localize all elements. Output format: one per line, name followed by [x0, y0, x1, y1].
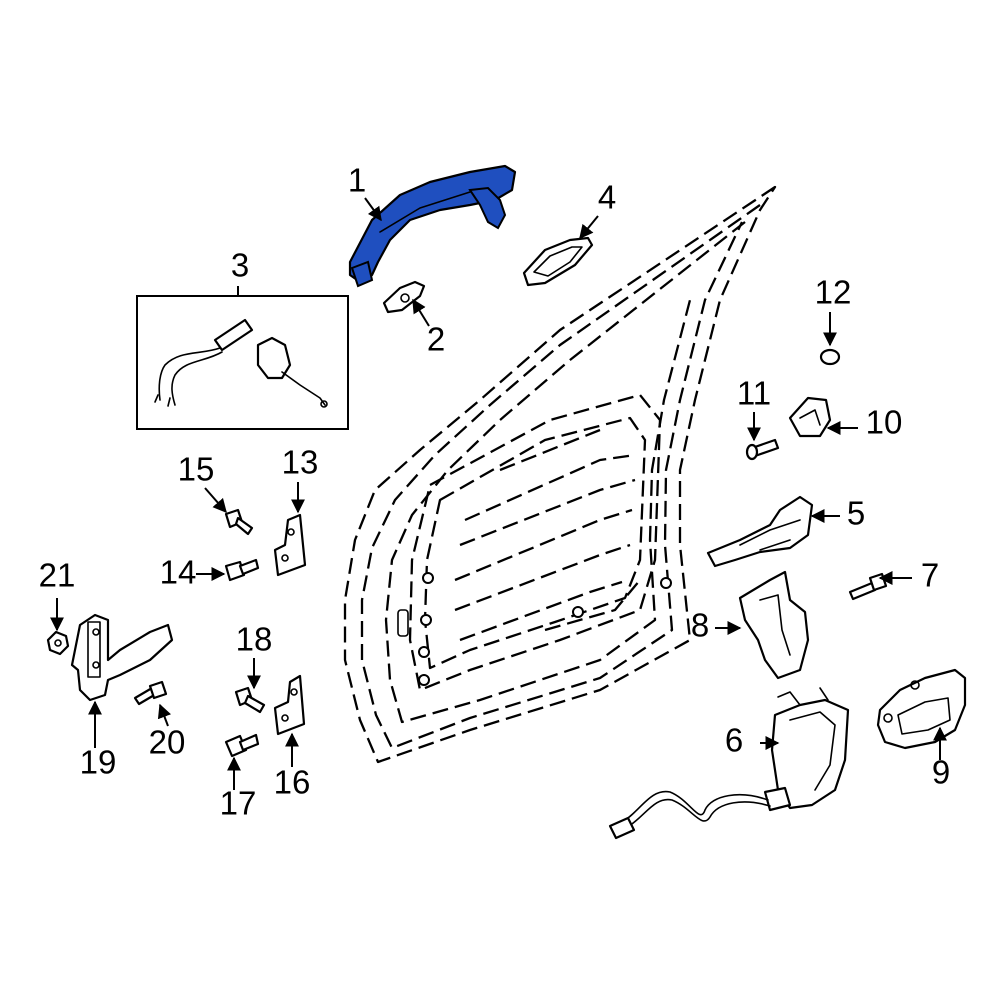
callout-20: 20 — [149, 724, 186, 761]
callout-3: 3 — [231, 247, 249, 284]
callout-8: 8 — [691, 607, 709, 644]
callout-19: 19 — [80, 744, 117, 781]
part-1-outside-handle[interactable] — [348, 164, 517, 288]
part-4-gasket[interactable] — [522, 236, 594, 287]
part-6-latch-assembly[interactable] — [608, 687, 850, 840]
callout-6: 6 — [725, 722, 743, 759]
part-3-lock-cylinder-kit[interactable] — [136, 295, 349, 430]
part-13-hinge-bracket[interactable] — [273, 513, 307, 577]
part-9-inside-handle[interactable] — [876, 668, 967, 750]
part-19-hinge[interactable] — [70, 613, 174, 702]
callout-21: 21 — [39, 557, 76, 594]
callout-labels: 1 2 3 4 5 6 7 8 9 10 11 12 13 14 15 16 1… — [39, 162, 951, 822]
part-11-bolt[interactable] — [745, 438, 780, 461]
callout-11: 11 — [737, 375, 771, 412]
part-12-ring[interactable] — [819, 348, 841, 366]
callout-5: 5 — [847, 495, 865, 532]
part-20-bolt[interactable] — [133, 680, 168, 706]
callout-15: 15 — [178, 451, 215, 488]
part-15-bolt[interactable] — [224, 508, 254, 536]
part-8-bracket[interactable] — [738, 570, 810, 680]
part-21-nut[interactable] — [46, 630, 70, 656]
part-5-bracket[interactable] — [706, 495, 814, 568]
callout-4: 4 — [598, 179, 616, 216]
callout-12: 12 — [815, 274, 852, 311]
callout-1: 1 — [348, 162, 366, 199]
part-17-bolt[interactable] — [224, 733, 260, 758]
callout-9: 9 — [932, 754, 950, 791]
callout-18: 18 — [236, 621, 273, 658]
callout-14: 14 — [160, 554, 197, 591]
part-3-box — [136, 295, 349, 430]
part-2-gasket[interactable] — [382, 280, 426, 314]
callout-2: 2 — [427, 321, 445, 358]
door-shell-outline — [343, 185, 777, 764]
callout-7: 7 — [921, 557, 939, 594]
callout-13: 13 — [282, 444, 319, 481]
callout-17: 17 — [220, 785, 257, 822]
callout-16: 16 — [274, 764, 311, 801]
part-18-bolt[interactable] — [234, 686, 266, 714]
part-14-bolt[interactable] — [224, 558, 260, 582]
part-16-hinge-bracket[interactable] — [273, 674, 306, 736]
part-10-striker[interactable] — [788, 396, 832, 438]
leader-arrows — [50, 197, 947, 790]
callout-10: 10 — [866, 404, 903, 441]
